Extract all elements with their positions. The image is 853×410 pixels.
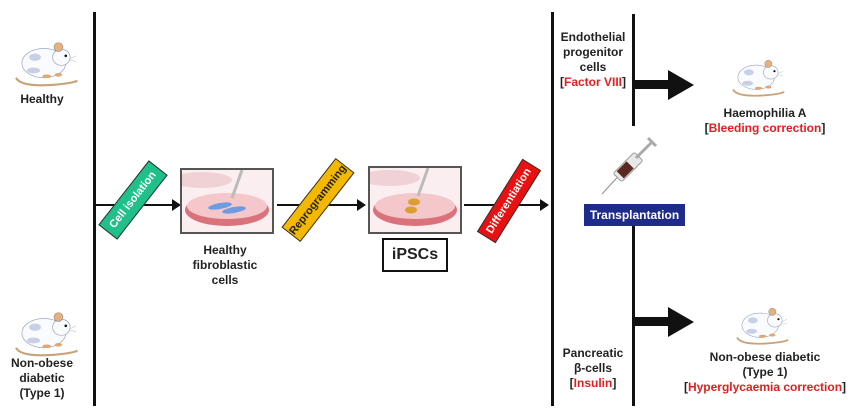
- nod-treated-mouse-icon: [736, 307, 790, 345]
- healthy-label: Healthy: [20, 92, 64, 106]
- upper-branch-line: [632, 14, 635, 126]
- transplantation-label: Transplantation: [584, 204, 685, 226]
- healthy-mouse-icon: [14, 41, 79, 87]
- haemophilia-label: Haemophilia A [Bleeding correction]: [704, 106, 826, 135]
- ipscs-label: iPSCs: [382, 238, 448, 272]
- fibroblast-dish-image: [180, 168, 274, 234]
- factor-viii-text: Factor VIII: [563, 75, 622, 89]
- nod-mouse-icon: [14, 311, 79, 357]
- left-divider: [93, 12, 96, 406]
- insulin-text: Insulin: [573, 376, 613, 390]
- hyperglycaemia-correction-text: Hyperglycaemia correction: [687, 380, 843, 394]
- upper-big-arrow: [634, 70, 694, 100]
- reprogramming-tag: Reprogramming: [281, 157, 355, 243]
- ipsc-dish-image: [368, 166, 462, 234]
- cell-isolation-tag: Cell isolation: [98, 160, 168, 240]
- differentiation-tag: Differentiation: [476, 158, 542, 244]
- lower-branch-line: [632, 222, 635, 406]
- bleeding-correction-text: Bleeding correction: [708, 121, 822, 135]
- nod-treated-label: Non-obese diabetic(Type 1) [Hyperglycaem…: [683, 350, 847, 394]
- lower-big-arrow: [634, 307, 694, 337]
- right-divider: [551, 12, 554, 406]
- haemophilia-mouse-icon: [732, 59, 786, 97]
- syringe-icon: [601, 136, 658, 195]
